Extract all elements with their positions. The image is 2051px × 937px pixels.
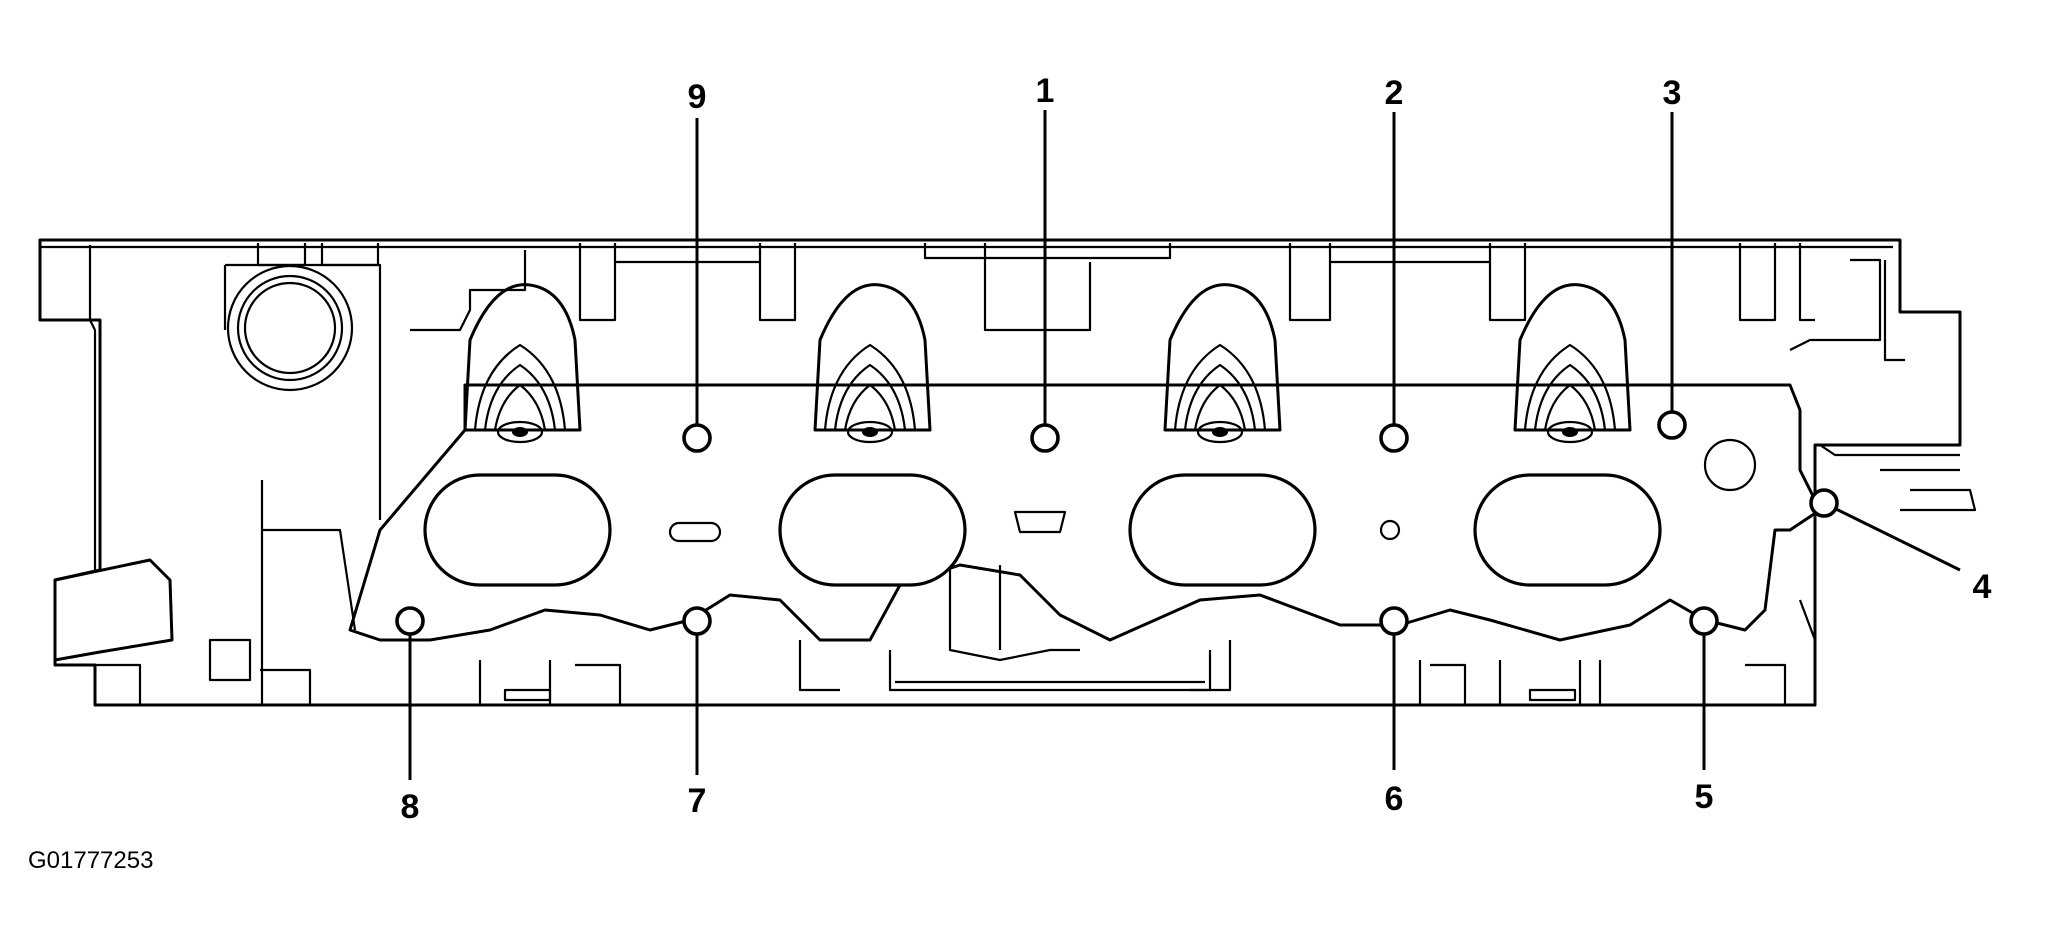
dome-3: [1163, 283, 1282, 444]
manifold-flange: [348, 383, 1822, 692]
bolt-7: [682, 606, 712, 636]
exhaust-ports: [423, 438, 1757, 587]
bolt-callout-7: 7: [682, 606, 712, 820]
locator-slot: [668, 521, 722, 543]
figure-id: G01777253: [28, 847, 153, 874]
callout-label-2: 2: [1385, 74, 1404, 112]
cylinder-head-body: [38, 238, 1977, 707]
bolt-callouts: 9 1 2 3 4 5: [395, 72, 1992, 826]
locator-hole: [1379, 519, 1401, 541]
dome-2: [813, 283, 932, 444]
bolt-callout-2: 2: [1379, 74, 1409, 453]
bolt-callout-5: 5: [1689, 606, 1719, 816]
callout-label-8: 8: [401, 788, 420, 826]
bolt-8: [395, 606, 425, 636]
bolt-callout-8: 8: [395, 606, 425, 826]
bolt-3: [1657, 410, 1687, 440]
dome-4: [1513, 283, 1632, 444]
callout-label-9: 9: [688, 78, 707, 116]
locator-notch: [1013, 510, 1067, 534]
bolt-9: [682, 423, 712, 453]
bolt-1: [1030, 423, 1060, 453]
bolt-5: [1689, 606, 1719, 636]
bolt-callout-9: 9: [682, 78, 712, 453]
callout-label-4: 4: [1973, 568, 1992, 606]
exhaust-port-4: [1473, 473, 1662, 587]
bolt-4: [1809, 488, 1839, 518]
callout-label-5: 5: [1695, 778, 1714, 816]
dome-1: [463, 283, 582, 444]
exhaust-port-1: [423, 473, 612, 587]
callout-label-6: 6: [1385, 780, 1404, 818]
callout-label-3: 3: [1663, 74, 1682, 112]
bolt-callout-4: 4: [1809, 488, 1992, 606]
callout-label-7: 7: [688, 782, 707, 820]
exhaust-port-2: [778, 473, 967, 587]
bolt-callout-3: 3: [1657, 74, 1687, 440]
bolt-callout-1: 1: [1030, 72, 1060, 453]
locator-dowel: [1703, 438, 1757, 492]
bolt-callout-6: 6: [1379, 606, 1409, 818]
bolt-2: [1379, 423, 1409, 453]
exhaust-port-3: [1128, 473, 1317, 587]
intake-runner-domes: [463, 283, 1632, 444]
bolt-6: [1379, 606, 1409, 636]
callout-label-1: 1: [1036, 72, 1055, 110]
